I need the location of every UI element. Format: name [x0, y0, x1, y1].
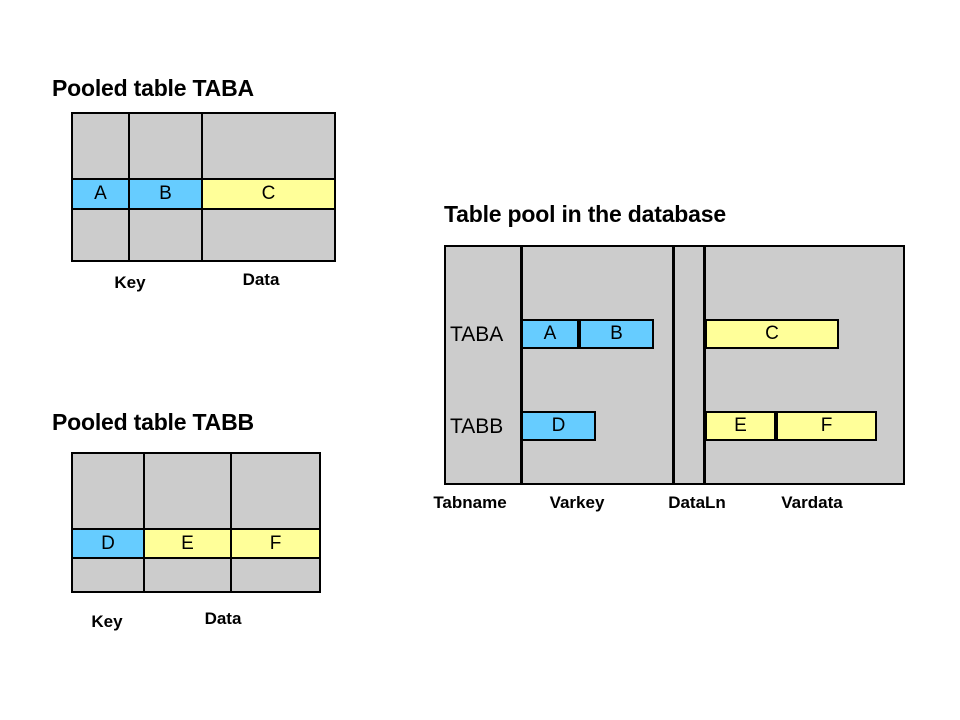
table-cell — [130, 210, 203, 260]
pool-column-divider-tabname — [520, 247, 523, 483]
pool-column-label-dataln: DataLn — [668, 493, 726, 512]
pool-row-label-tabb: TABB — [450, 415, 504, 438]
pool-vardata-seg-c: C — [705, 319, 839, 349]
pool-column-label-vardata: Vardata — [781, 493, 843, 512]
table-cell-key-b: B — [130, 178, 203, 210]
table-cell — [145, 559, 232, 591]
table-cell — [145, 454, 232, 528]
table-cell-data-f: F — [232, 528, 319, 559]
table-cell — [232, 454, 319, 528]
caption-taba-data: Data — [242, 270, 280, 289]
pool-vardata-seg-f: F — [776, 411, 877, 441]
table-cell-key-d: D — [73, 528, 145, 559]
title-pooled-table-taba: Pooled table TABA — [52, 75, 254, 101]
table-cell — [203, 210, 334, 260]
pool-row-label-taba: TABA — [450, 323, 504, 346]
pool-column-divider-dataln — [703, 247, 706, 483]
title-table-pool: Table pool in the database — [444, 201, 726, 227]
table-cell — [130, 114, 203, 178]
table-pool-panel: TABA A B C TABB D E F — [444, 245, 905, 485]
table-row-empty-bottom — [73, 210, 334, 260]
pool-varkey-seg-a: A — [521, 319, 579, 349]
table-cell — [73, 210, 130, 260]
table-row-empty-top — [73, 114, 334, 178]
table-cell — [232, 559, 319, 591]
pool-column-label-varkey: Varkey — [549, 493, 605, 512]
caption-tabb-data: Data — [204, 609, 242, 628]
table-cell-key-a: A — [73, 178, 130, 210]
pool-column-divider-varkey — [672, 247, 675, 483]
table-row: D E F — [73, 528, 319, 559]
table-cell — [73, 114, 130, 178]
table-cell — [203, 114, 334, 178]
table-cell — [73, 454, 145, 528]
table-cell-data-e: E — [145, 528, 232, 559]
table-row: A B C — [73, 178, 334, 210]
table-row-empty-bottom — [73, 559, 319, 591]
caption-taba-key: Key — [114, 273, 146, 292]
table-cell — [73, 559, 145, 591]
table-cell-data-c: C — [203, 178, 334, 210]
pooled-table-tabb: D E F — [71, 452, 321, 593]
pool-vardata-seg-e: E — [705, 411, 776, 441]
pool-varkey-seg-b: B — [579, 319, 654, 349]
caption-tabb-key: Key — [91, 612, 123, 631]
title-pooled-table-tabb: Pooled table TABB — [52, 409, 254, 435]
pool-varkey-seg-d: D — [521, 411, 596, 441]
pooled-table-taba: A B C — [71, 112, 336, 262]
table-row-empty-top — [73, 454, 319, 528]
pool-column-label-tabname: Tabname — [433, 493, 507, 512]
